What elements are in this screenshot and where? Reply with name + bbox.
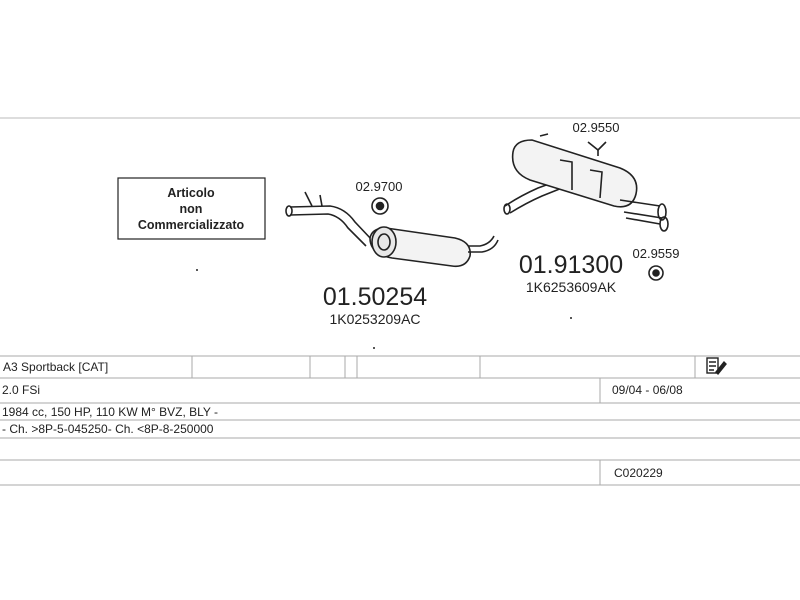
front-silencer-code: 01.50254	[323, 283, 427, 311]
rubber-mount-drawing[interactable]	[648, 265, 664, 281]
note-box	[117, 177, 266, 240]
clamp-drawing[interactable]	[371, 197, 389, 215]
clamp-code: 02.9700	[356, 179, 403, 194]
note-line-1: Articolo	[167, 186, 215, 200]
vehicle-years: 09/04 - 06/08	[612, 383, 683, 397]
note-line-2: non	[180, 202, 203, 216]
document-edit-icon[interactable]	[706, 357, 727, 376]
vehicle-chassis: - Ch. >8P-5-045250- Ch. <8P-8-250000	[2, 422, 214, 436]
marker-dot	[570, 317, 572, 319]
rubber-mount-code: 02.9559	[633, 246, 680, 261]
catalog-code: C020229	[614, 466, 663, 480]
marker-dot	[373, 347, 375, 349]
front-silencer-drawing[interactable]	[285, 191, 499, 268]
not-available-note: Articolo non Commercializzato	[117, 177, 266, 240]
rear-silencer-code: 01.91300	[519, 251, 623, 279]
hanger-drawing[interactable]	[587, 141, 607, 156]
front-silencer-oem: 1K0253209AC	[329, 311, 420, 327]
marker-dot	[196, 269, 198, 271]
vehicle-engine: 2.0 FSi	[2, 383, 40, 397]
note-line-3: Commercializzato	[138, 218, 245, 232]
vehicle-specs: 1984 cc, 150 HP, 110 KW M° BVZ, BLY -	[2, 405, 218, 419]
hanger-code: 02.9550	[573, 120, 620, 135]
vehicle-model: A3 Sportback [CAT]	[3, 360, 108, 374]
vehicle-info-table	[0, 355, 800, 486]
rear-silencer-oem: 1K6253609AK	[526, 279, 617, 295]
rear-silencer-drawing[interactable]	[503, 133, 669, 232]
